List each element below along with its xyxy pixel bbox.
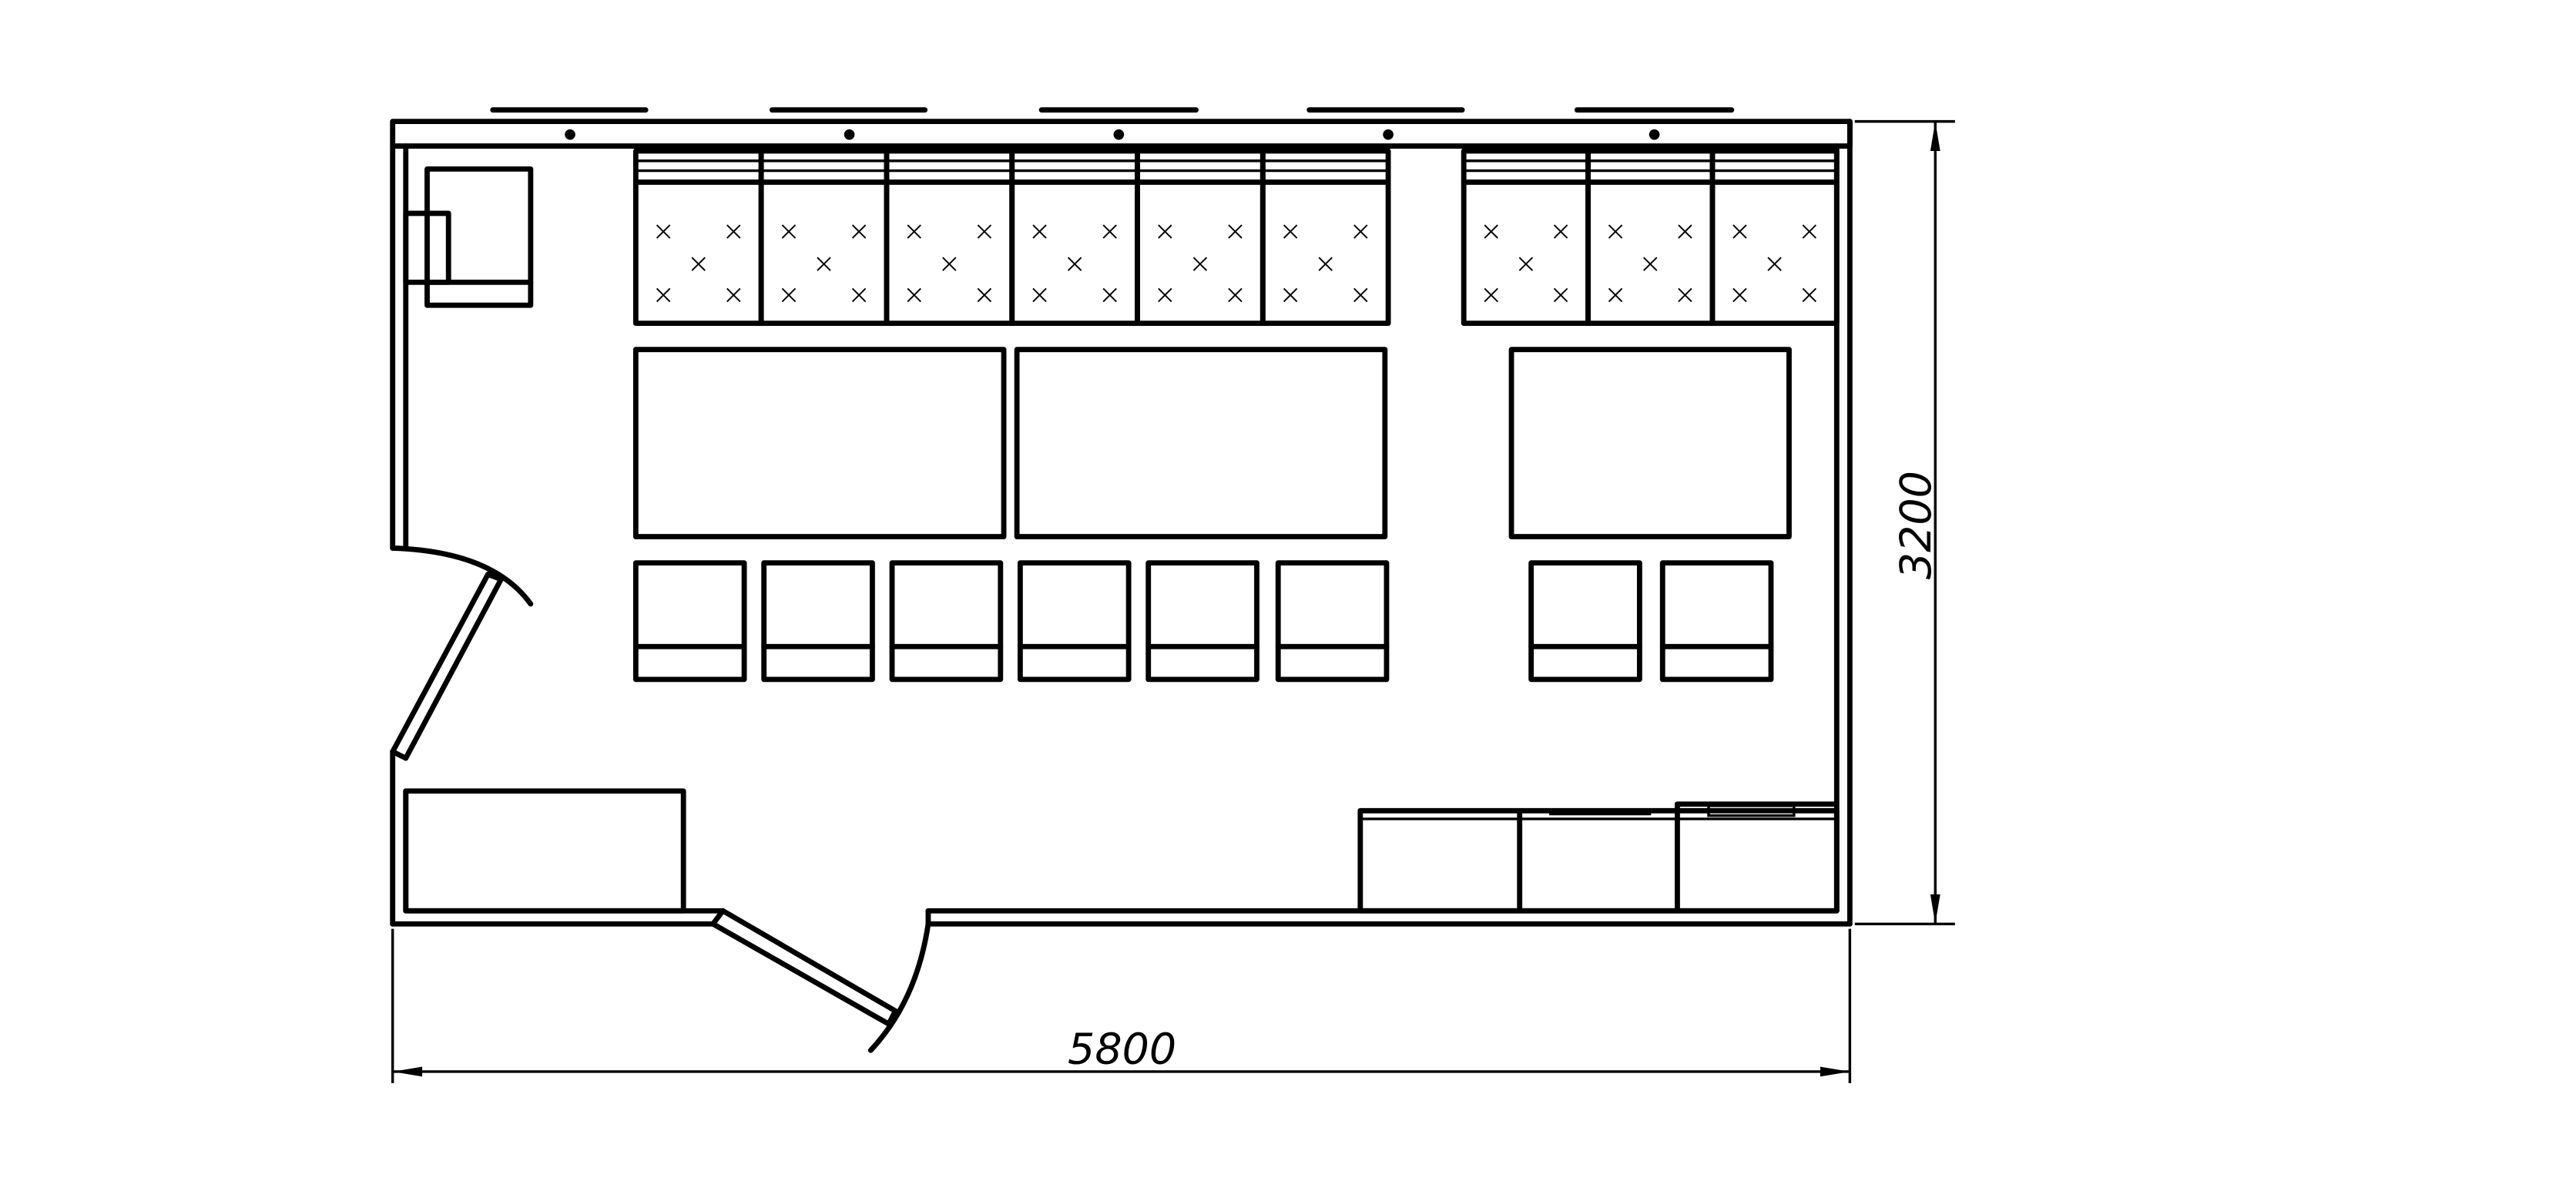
chair — [889, 560, 1004, 683]
lower-left-cabinet — [403, 788, 686, 914]
storage-unit — [1009, 148, 1140, 327]
counter-units — [1357, 801, 1840, 914]
height-dimension-label: 3200 — [1892, 471, 1941, 579]
chair — [1275, 560, 1390, 683]
work-table — [632, 347, 1007, 539]
chairs — [632, 560, 1774, 683]
dimension-lines — [391, 119, 1955, 1083]
work-tables — [632, 347, 1792, 539]
storage-unit — [884, 148, 1015, 327]
storage-unit — [1135, 148, 1266, 327]
chair — [1145, 560, 1259, 683]
storage-unit — [758, 148, 890, 327]
chair — [632, 560, 747, 683]
corner-cabinet — [403, 166, 534, 308]
storage-unit — [632, 148, 764, 327]
work-table — [1508, 347, 1792, 539]
storage-unit — [1709, 148, 1840, 327]
wall-storage-units — [632, 148, 1840, 327]
storage-unit — [1259, 148, 1391, 327]
wall-outline — [390, 119, 1853, 927]
chair — [1017, 560, 1132, 683]
work-table — [1014, 347, 1388, 539]
width-dimension-label: 5800 — [1068, 1025, 1176, 1074]
upper-windows — [490, 107, 1735, 140]
chair — [1659, 560, 1774, 683]
storage-unit — [1461, 148, 1591, 327]
chair — [1528, 560, 1642, 683]
chair — [761, 560, 875, 683]
lower-door — [710, 908, 931, 1053]
storage-unit — [1585, 148, 1716, 327]
entrance-door — [390, 545, 534, 761]
